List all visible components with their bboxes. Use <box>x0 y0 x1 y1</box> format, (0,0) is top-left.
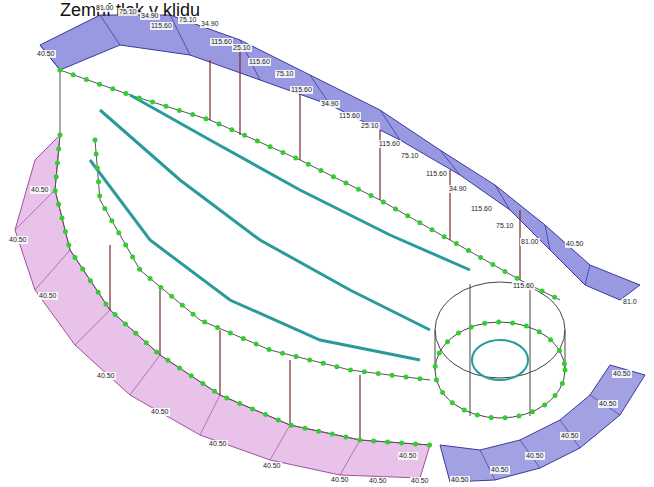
load-value: 40.50 <box>612 370 632 378</box>
load-value: 81.0 <box>622 298 638 306</box>
load-value: 115.60 <box>470 205 493 213</box>
load-value: 40.50 <box>398 452 418 460</box>
load-value: 40.50 <box>262 462 282 470</box>
load-value: 40.50 <box>598 400 618 408</box>
load-value: 40.50 <box>8 236 28 244</box>
load-value: 40.50 <box>330 476 350 484</box>
load-value: 115.60 <box>210 38 233 46</box>
load-value: 40.50 <box>560 432 580 440</box>
load-value: 115.60 <box>378 140 401 148</box>
load-value: 40.50 <box>490 466 510 474</box>
load-value: 40.50 <box>525 452 545 460</box>
load-value: 34.90 <box>200 20 220 28</box>
load-value: 115.60 <box>338 112 361 120</box>
load-value: 75.10 <box>118 8 138 16</box>
load-value: 81.00 <box>95 4 115 12</box>
load-value: 40.50 <box>208 440 228 448</box>
load-value: 75.10 <box>495 222 515 230</box>
load-value: 40.50 <box>38 292 58 300</box>
load-value: 34.90 <box>320 100 340 108</box>
load-value: 25.10 <box>360 122 380 130</box>
load-value: 34.90 <box>140 12 160 20</box>
load-value: 40.50 <box>450 476 470 484</box>
load-value: 75.10 <box>275 70 295 78</box>
load-value: 40.50 <box>30 186 50 194</box>
load-value: 40.50 <box>410 477 430 485</box>
load-value: 115.60 <box>512 282 535 290</box>
load-value: 115.60 <box>425 170 448 178</box>
load-value: 25.10 <box>232 44 252 52</box>
load-value: 34.90 <box>448 185 468 193</box>
load-value: 75.10 <box>400 152 420 160</box>
load-value: 40.50 <box>96 372 116 380</box>
load-value: 40.50 <box>368 477 388 485</box>
load-value: 40.50 <box>150 408 170 416</box>
load-value: 115.60 <box>290 86 313 94</box>
load-value: 40.50 <box>36 50 56 58</box>
load-value: 115.60 <box>150 22 173 30</box>
load-value: 115.60 <box>248 58 271 66</box>
load-value: 40.50 <box>565 240 585 248</box>
load-value: 81.00 <box>520 238 540 246</box>
load-value: 75.10 <box>178 16 198 24</box>
